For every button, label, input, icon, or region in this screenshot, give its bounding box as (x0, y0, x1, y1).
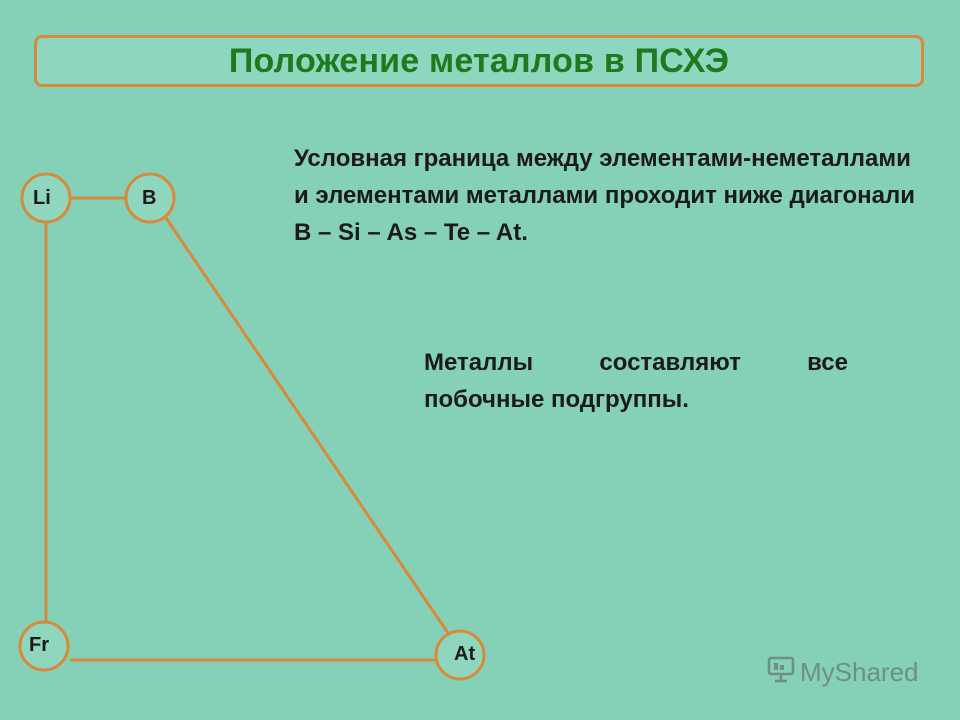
watermark: MyShared (766, 654, 919, 691)
node-li-label: Li (33, 187, 51, 209)
metals-subgroups-note: Металлы составляют все побочные подгрупп… (424, 349, 848, 413)
node-b-label: B (142, 187, 157, 209)
node-b-circle (124, 172, 176, 224)
boundary-description: Условная граница между элементами-немета… (294, 145, 916, 246)
node-at-circle (434, 629, 486, 681)
presentation-icon (766, 654, 796, 691)
watermark-text: MyShared (800, 657, 919, 687)
node-fr-circle (18, 620, 70, 672)
node-fr-label: Fr (29, 634, 49, 656)
slide-title: Положение металлов в ПСХЭ (228, 41, 730, 80)
node-at-label: At (454, 643, 476, 665)
edge-b-at (164, 217, 452, 637)
title-box: Положение металлов в ПСХЭ (34, 35, 924, 87)
node-li-circle (20, 172, 72, 224)
